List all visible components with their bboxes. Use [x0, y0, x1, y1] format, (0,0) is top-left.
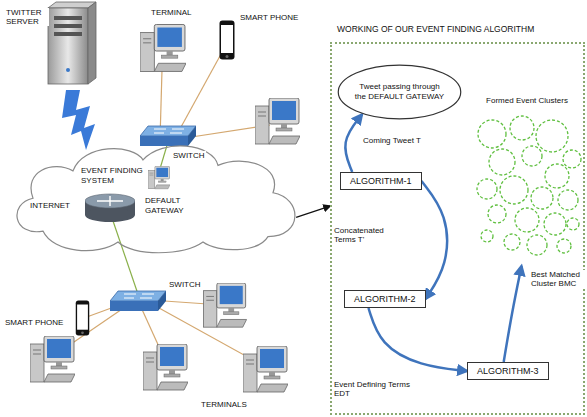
cluster-circle [478, 120, 506, 148]
process-box: ALGORITHM-3 [467, 362, 549, 380]
flow-arrow [345, 114, 362, 172]
smartphone-icon [220, 21, 235, 60]
ellipse-outline [338, 65, 461, 119]
terminal-icon [140, 24, 186, 71]
cluster-circle [500, 176, 528, 204]
process-box: ALGORITHM-2 [344, 290, 426, 308]
node-text: ALGORITHM-3 [477, 366, 539, 376]
device-label: SWITCH [168, 280, 202, 289]
node-text: WORKING OF OUR EVENT FINDING ALGORITHM [337, 24, 534, 34]
device-label: TERMINAL [150, 8, 192, 17]
cluster-circle [489, 149, 515, 175]
wireless-link [62, 90, 95, 150]
switch-icon [110, 291, 166, 311]
terminal-icon [143, 344, 188, 390]
node-text: EVENT FINDING SYSTEM [81, 166, 145, 185]
cluster-circle [510, 116, 534, 140]
cluster-circle [477, 179, 497, 199]
cloud-outline [17, 146, 295, 253]
internet-cloud: EVENT FINDING SYSTEM INTERNET DEFAULT GATE… [3, 138, 303, 253]
device-label: TWITTER SERVER [5, 8, 49, 26]
tweet-ellipse: Tweet passing through the DEFAULT GATEWA… [337, 64, 462, 120]
node-text: INTERNET [30, 201, 72, 211]
cluster-circle [488, 205, 506, 223]
process-box: ALGORITHM-1 [340, 172, 422, 190]
edge-label: Coming Tweet T [362, 136, 422, 145]
cloud-outline [3, 138, 303, 253]
cluster-circle [558, 190, 578, 210]
cluster-circle [567, 218, 579, 230]
cluster-circle [481, 230, 493, 242]
flow-arrow [296, 206, 330, 217]
event-finding-computer [148, 166, 170, 188]
cluster-circles [472, 114, 582, 264]
smartphone-icon [76, 300, 90, 335]
edge-label: Concatenated Terms T' [333, 226, 407, 244]
device-label: TERMINALS [200, 400, 248, 409]
node-text: Tweet passing through the DEFAULT GATEWA… [353, 82, 446, 101]
cluster-circle [527, 235, 547, 255]
node-text: ALGORITHM-2 [354, 294, 416, 304]
network-wires [55, 45, 270, 365]
switch-icon [140, 126, 196, 146]
cluster-group: Formed Event Clusters [472, 96, 582, 266]
cluster-circle [522, 146, 542, 166]
device-label: SMART PHONE [239, 13, 299, 22]
edge-label: Event Defining Terms EDT [333, 380, 411, 398]
cluster-circle [544, 213, 566, 235]
flow-arrow [368, 308, 467, 371]
twitter-server [48, 2, 96, 84]
cluster-circle [563, 150, 581, 168]
terminal-icon [243, 346, 288, 392]
node-text: DEFAULT GATEWAY [145, 196, 193, 215]
terminal-icon [255, 98, 300, 144]
terminal-icon [30, 336, 75, 382]
cluster-circle [557, 239, 571, 253]
gateway-router [85, 194, 135, 222]
flow-arrow [504, 266, 522, 362]
node-text: ALGORITHM-1 [350, 176, 412, 186]
cluster-circle [515, 208, 539, 232]
terminal-icon [203, 283, 246, 327]
node-text: Formed Event Clusters [472, 96, 582, 105]
cluster-circle [504, 234, 520, 250]
flow-arrow [422, 181, 447, 299]
device-label: SWITCH [172, 151, 206, 160]
edge-label: Best Matched Cluster BMC [530, 270, 586, 288]
cluster-circle [536, 120, 568, 152]
cluster-circle [531, 187, 553, 209]
device-label: SMART PHONE [4, 318, 64, 327]
cluster-circle [545, 164, 569, 188]
